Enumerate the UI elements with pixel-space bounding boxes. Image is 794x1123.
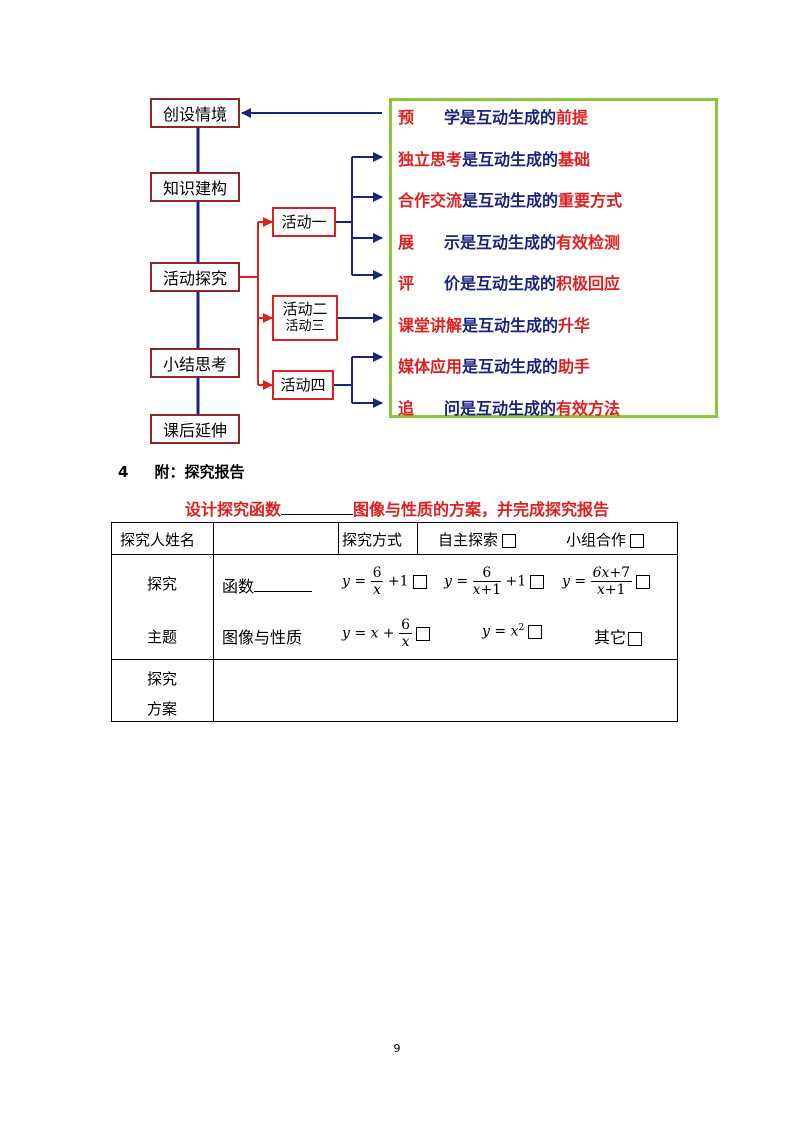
plan-label-line2: 方案 — [147, 700, 178, 718]
box-activity-2-3: 活动二 活动三 — [272, 295, 338, 341]
checkbox-icon[interactable] — [530, 574, 545, 589]
principle-item: 追问是互动生成的有效方法 — [398, 399, 621, 418]
checkbox-icon[interactable] — [628, 631, 643, 646]
page-number: 9 — [393, 1042, 401, 1055]
topic-label-line1: 探究 — [147, 575, 178, 593]
section-number: 4 — [118, 463, 129, 481]
box-activity-1: 活动一 — [272, 207, 336, 237]
checkbox-icon[interactable] — [528, 624, 543, 639]
method-label: 探究方式 — [342, 531, 403, 549]
topic-label-line2: 主题 — [147, 628, 178, 646]
checkbox-icon[interactable] — [636, 574, 651, 589]
checkbox-icon[interactable] — [630, 534, 645, 548]
section-title: 附：探究报告 — [154, 463, 245, 481]
method-option-group[interactable]: 小组合作 — [566, 529, 645, 550]
activity-2-label: 活动二 — [282, 300, 328, 318]
investigator-name-field[interactable] — [216, 527, 334, 551]
checkbox-icon[interactable] — [416, 626, 431, 641]
box-create-situation: 创设情境 — [150, 98, 240, 128]
properties-label: 图像与性质 — [222, 628, 303, 647]
principle-item: 媒体应用是互动生成的助手 — [398, 357, 591, 376]
principle-item: 展示是互动生成的有效检测 — [398, 233, 621, 252]
box-summary-reflection: 小结思考 — [150, 348, 240, 378]
method-option-self[interactable]: 自主探索 — [438, 529, 517, 550]
section-heading: 4 附：探究报告 — [118, 461, 244, 482]
diagram-connectors — [196, 108, 383, 414]
activity-1-label: 活动一 — [281, 212, 327, 231]
report-table: 探究人姓名 探究方式 自主探索 小组合作 探究 主题 函数 图像与性质 y = … — [111, 522, 678, 722]
box-after-class: 课后延伸 — [150, 414, 240, 444]
activity-4-label: 活动四 — [280, 375, 326, 394]
principle-item: 独立思考是互动生成的基础 — [398, 150, 591, 169]
function-blank[interactable] — [281, 502, 353, 515]
checkbox-icon[interactable] — [502, 534, 517, 548]
principles-box — [389, 98, 718, 418]
option-other[interactable]: 其它 — [594, 624, 643, 648]
plan-field[interactable] — [216, 663, 674, 717]
checkbox-icon[interactable] — [412, 574, 427, 589]
box-activity-4: 活动四 — [272, 370, 334, 400]
function-field[interactable] — [254, 579, 313, 592]
investigator-name-label: 探究人姓名 — [120, 531, 196, 549]
principle-item: 课堂讲解是互动生成的升华 — [398, 316, 591, 335]
principle-item: 合作交流是互动生成的重要方式 — [398, 191, 623, 210]
option-f5[interactable]: y = x2 — [482, 623, 543, 640]
plan-label-line1: 探究 — [147, 670, 178, 688]
box-knowledge-building: 知识建构 — [150, 172, 240, 202]
flow-diagram: 创设情境 知识建构 活动探究 小结思考 课后延伸 活动一 活动二 活动三 活动四… — [0, 0, 794, 460]
design-title: 设计探究函数图像与性质的方案，并完成探究报告 — [184, 500, 610, 519]
activity-3-label: 活动三 — [285, 319, 325, 334]
principle-item: 预学是互动生成的前提 — [398, 108, 589, 127]
function-label: 函数 — [222, 573, 313, 597]
box-activity-inquiry: 活动探究 — [150, 262, 240, 292]
principle-item: 评价是互动生成的积极回应 — [398, 274, 621, 293]
